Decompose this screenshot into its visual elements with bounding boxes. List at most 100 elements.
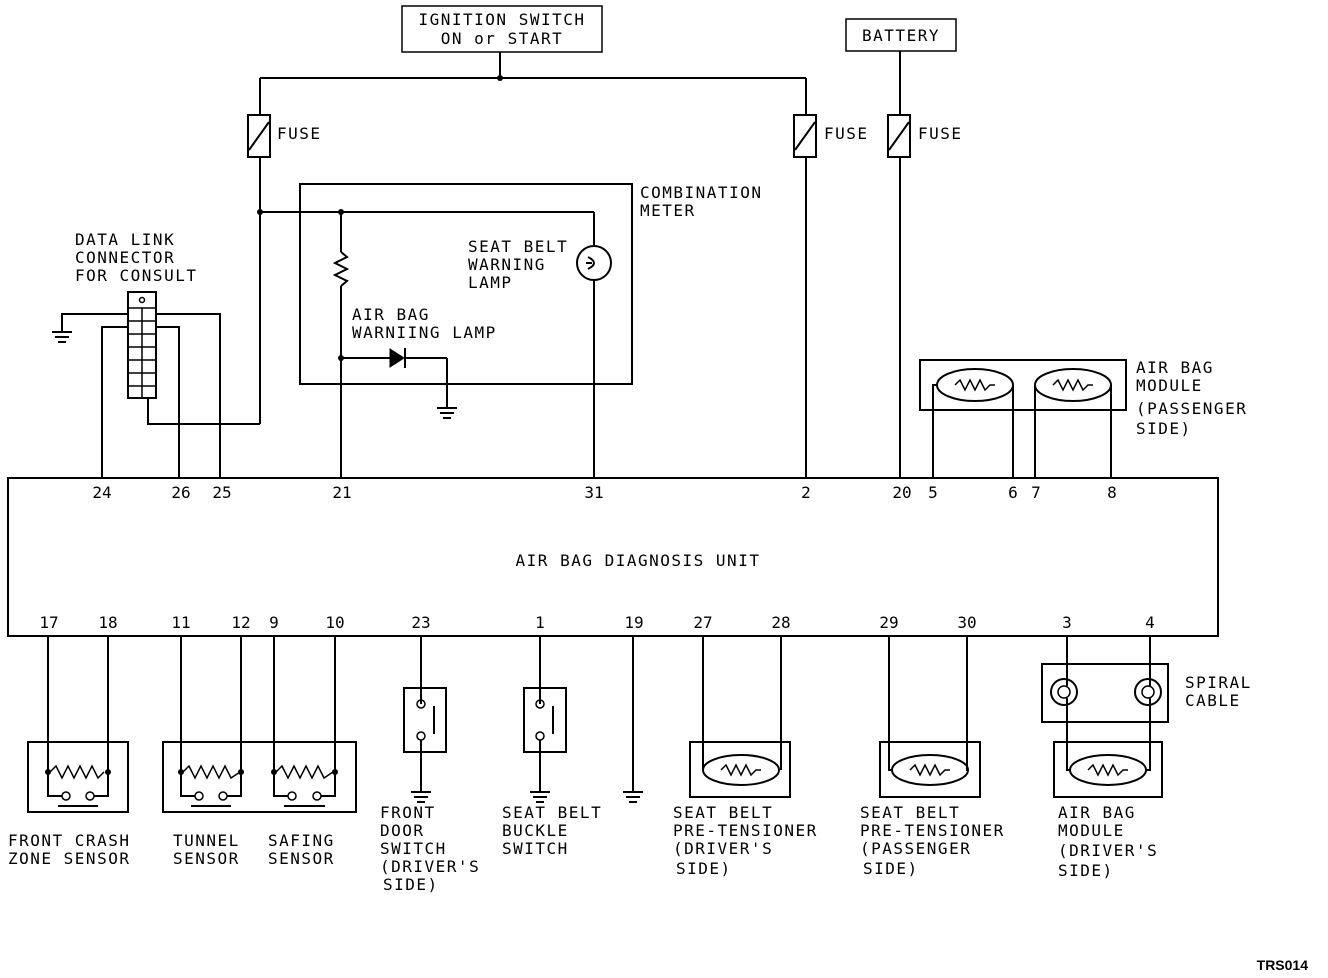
door-switch-label-2: DOOR [380, 821, 425, 840]
meter-resistor [332, 251, 350, 287]
pin-11: 11 [171, 613, 190, 632]
passenger-module-label-2: MODULE [1136, 376, 1203, 395]
seat-belt-buckle-switch [523, 687, 567, 753]
pretensioner-passenger-label-2: PRE-TENSIONER [860, 821, 1005, 840]
seat-belt-lamp-label-3: LAMP [468, 273, 513, 292]
spiral-cable-label-1: SPIRAL [1185, 673, 1252, 692]
pin-12: 12 [231, 613, 250, 632]
passenger-module-label-1: AIR BAG [1136, 358, 1214, 377]
air-bag-diagnosis-unit: AIR BAG DIAGNOSIS UNIT [7, 477, 1219, 637]
reference-code: TRS014 [1257, 957, 1309, 973]
ignition-switch-label-2: ON or START [441, 29, 563, 48]
pin-19-ground-icon [623, 791, 643, 803]
pretensioner-passenger-label-3: (PASSENGER [860, 839, 971, 858]
front-crash-label-1: FRONT CRASH [8, 831, 130, 850]
combination-meter: COMBINATION METER [299, 183, 762, 385]
seat-belt-warning-lamp-icon [576, 245, 612, 281]
front-crash-zone-sensor [27, 741, 129, 813]
passenger-air-bag-module [919, 359, 1127, 411]
pin-6: 6 [1008, 483, 1018, 502]
fuse-middle: FUSE [793, 114, 867, 158]
pin-1: 1 [535, 613, 545, 632]
pin-30: 30 [957, 613, 976, 632]
pin-10: 10 [325, 613, 344, 632]
pin-24: 24 [92, 483, 111, 502]
pin-20: 20 [892, 483, 911, 502]
ignition-switch: IGNITION SWITCH ON or START [401, 5, 603, 53]
tunnel-safing-sensor-housing [162, 741, 357, 813]
fuse-battery: FUSE [887, 114, 963, 158]
pretensioner-passenger-label-4: SIDE) [863, 859, 919, 878]
pin-17: 17 [39, 613, 58, 632]
buckle-switch-label-3: SWITCH [502, 839, 569, 858]
spiral-cable [1041, 663, 1169, 723]
air-bag-warning-lamp-diode [389, 348, 406, 368]
battery-label: BATTERY [862, 26, 940, 45]
pin-27: 27 [693, 613, 712, 632]
pin-19: 19 [624, 613, 643, 632]
battery: BATTERY [845, 18, 957, 52]
spiral-cable-label-2: CABLE [1185, 691, 1241, 710]
front-crash-label-2: ZONE SENSOR [8, 849, 130, 868]
diagnosis-unit-label: AIR BAG DIAGNOSIS UNIT [516, 551, 761, 570]
door-switch-ground-icon [411, 791, 431, 803]
driver-module-label-3: (DRIVER'S [1058, 841, 1158, 860]
safing-sensor-label-1: SAFING [268, 831, 335, 850]
door-switch-label-5: SIDE) [383, 875, 439, 894]
pin-8: 8 [1107, 483, 1117, 502]
data-link-connector-label-1: DATA LINK [75, 230, 175, 249]
buckle-switch-label-2: BUCKLE [502, 821, 569, 840]
pretensioner-passenger-label-1: SEAT BELT [860, 803, 960, 822]
pin-21: 21 [332, 483, 351, 502]
door-switch-label-1: FRONT [380, 803, 436, 822]
combination-meter-label-1: COMBINATION [640, 183, 762, 202]
pin-31: 31 [584, 483, 603, 502]
passenger-module-label-4: SIDE) [1136, 419, 1192, 438]
combination-meter-label-2: METER [640, 201, 696, 220]
pin-25: 25 [212, 483, 231, 502]
pretensioner-driver-label-2: PRE-TENSIONER [673, 821, 818, 840]
pin-5: 5 [928, 483, 938, 502]
ignition-switch-label-1: IGNITION SWITCH [419, 10, 586, 29]
pretensioner-driver-label-4: SIDE) [676, 859, 732, 878]
pin-2: 2 [801, 483, 811, 502]
driver-module-label-2: MODULE [1058, 821, 1125, 840]
pretensioner-driver-label-1: SEAT BELT [673, 803, 773, 822]
pretensioner-driver [689, 741, 791, 798]
pin-28: 28 [771, 613, 790, 632]
air-bag-lamp-label-1: AIR BAG [352, 305, 430, 324]
tunnel-sensor-label-2: SENSOR [173, 849, 240, 868]
front-door-switch [403, 687, 447, 753]
buckle-switch-ground-icon [530, 791, 550, 803]
pin-26: 26 [171, 483, 190, 502]
fuse-left: FUSE [247, 114, 322, 158]
dlc-ground-icon [52, 331, 72, 343]
pin-3: 3 [1062, 613, 1072, 632]
pin-29: 29 [879, 613, 898, 632]
seat-belt-lamp-label-2: WARNING [468, 255, 546, 274]
tunnel-sensor-label-1: TUNNEL [173, 831, 240, 850]
pin-23: 23 [411, 613, 430, 632]
pretensioner-driver-label-3: (DRIVER'S [673, 839, 773, 858]
door-switch-label-4: (DRIVER'S [380, 857, 480, 876]
meter-ground-icon [437, 407, 457, 419]
fuse-left-label: FUSE [277, 124, 322, 143]
door-switch-label-3: SWITCH [380, 839, 447, 858]
air-bag-lamp-label-2: WARNIING LAMP [352, 323, 497, 342]
data-link-connector-label-2: CONNECTOR [75, 248, 175, 267]
safing-sensor-label-2: SENSOR [268, 849, 335, 868]
pretensioner-passenger [879, 741, 981, 798]
data-link-connector-label-3: FOR CONSULT [75, 266, 197, 285]
safing-sensor [271, 764, 338, 807]
pin-7: 7 [1031, 483, 1041, 502]
driver-module-label-4: SIDE) [1058, 861, 1114, 880]
passenger-module-label-3: (PASSENGER [1136, 399, 1247, 418]
driver-air-bag-module [1053, 741, 1163, 798]
pin-18: 18 [98, 613, 117, 632]
seat-belt-lamp-label-1: SEAT BELT [468, 237, 568, 256]
pin-4: 4 [1145, 613, 1155, 632]
fuse-battery-label: FUSE [918, 124, 963, 143]
buckle-switch-label-1: SEAT BELT [502, 803, 602, 822]
driver-module-label-1: AIR BAG [1058, 803, 1136, 822]
